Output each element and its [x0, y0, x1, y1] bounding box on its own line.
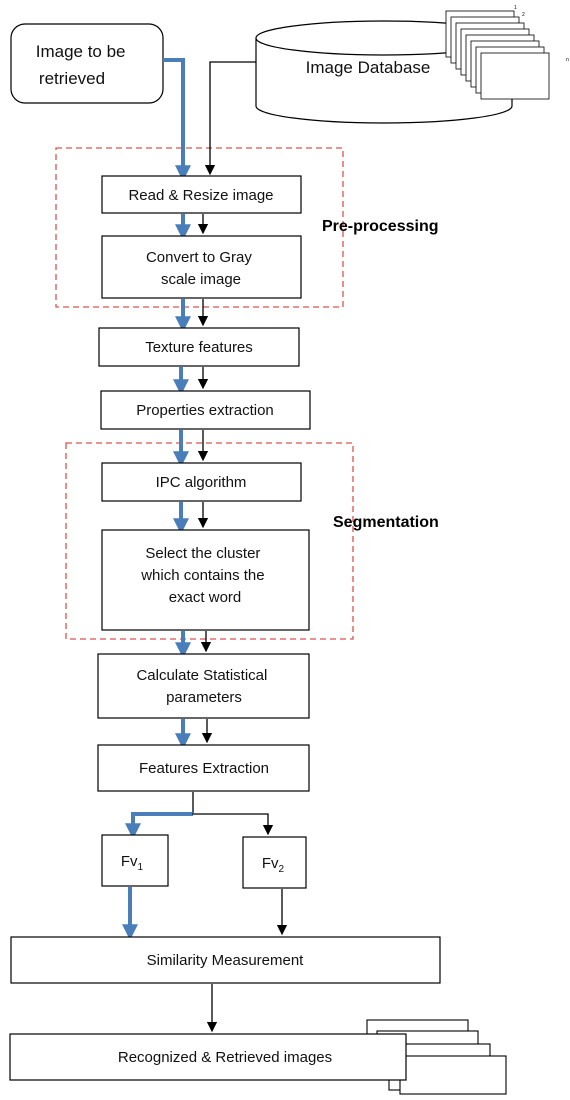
segmentation-label: Segmentation [333, 514, 439, 531]
image-to-retrieve-line-1: Image to be [36, 42, 126, 61]
select-cluster-line-2: which contains the [140, 567, 264, 584]
gray-scale-text: Convert to Gray scale image [146, 249, 256, 288]
fv2-subscript: 2 [279, 864, 285, 875]
statistical-line-1: Calculate Statistical [136, 667, 267, 684]
image-database-text: Image Database [306, 58, 431, 77]
texture-features-text: Texture features [145, 339, 253, 356]
read-resize-text: Read & Resize image [128, 187, 273, 204]
select-cluster-text: Select the cluster which contains the ex… [140, 545, 269, 606]
features-extraction-node [97, 744, 310, 792]
ipc-algorithm-text: IPC algorithm [156, 474, 247, 491]
fv1-node [101, 834, 169, 887]
select-cluster-node [101, 529, 310, 631]
similarity-measurement-text: Similarity Measurement [147, 952, 305, 969]
gray-scale-node [101, 235, 302, 299]
fv2-base: Fv [262, 855, 279, 872]
stack-number-2: 2 [522, 12, 525, 18]
fv2-node [242, 836, 307, 889]
select-cluster-line-3: exact word [169, 589, 242, 606]
recognized-retrieved-node [9, 1033, 407, 1081]
preprocessing-label: Pre-processing [322, 218, 438, 235]
fv1-base: Fv [121, 853, 138, 870]
split-connector-left [125, 812, 193, 840]
read-resize-node [101, 175, 302, 214]
query-connector [163, 58, 191, 182]
select-cluster-line-1: Select the cluster [145, 545, 260, 562]
image-to-retrieve-node [10, 23, 164, 104]
recognized-retrieved-text: Recognized & Retrieved images [118, 1049, 332, 1066]
properties-extraction-node [100, 390, 311, 430]
statistical-line-2: parameters [166, 689, 242, 706]
stack-number-1: 1 [514, 5, 517, 11]
image-to-retrieve-line-2: retrieved [39, 69, 105, 88]
database-connector [204, 61, 256, 176]
segmentation-region [65, 442, 354, 640]
gray-scale-line-2: scale image [161, 271, 241, 288]
stack-number-n: n [566, 57, 569, 63]
split-connector-right [192, 813, 274, 836]
similarity-measurement-node [10, 936, 441, 984]
statistical-parameters-node [97, 653, 310, 719]
gray-scale-line-1: Convert to Gray [146, 249, 252, 266]
fv1-text: Fv1 [121, 853, 144, 873]
properties-extraction-text: Properties extraction [136, 402, 274, 419]
features-extraction-text: Features Extraction [139, 760, 269, 777]
statistical-parameters-text: Calculate Statistical parameters [136, 667, 271, 706]
preprocessing-region [55, 147, 344, 308]
database-page-stack [445, 10, 550, 100]
fv1-subscript: 1 [138, 862, 144, 873]
fv2-text: Fv2 [262, 855, 285, 875]
ipc-algorithm-node [101, 462, 302, 502]
texture-features-node [98, 327, 300, 367]
image-to-retrieve-text: Image to be retrieved [36, 42, 131, 88]
